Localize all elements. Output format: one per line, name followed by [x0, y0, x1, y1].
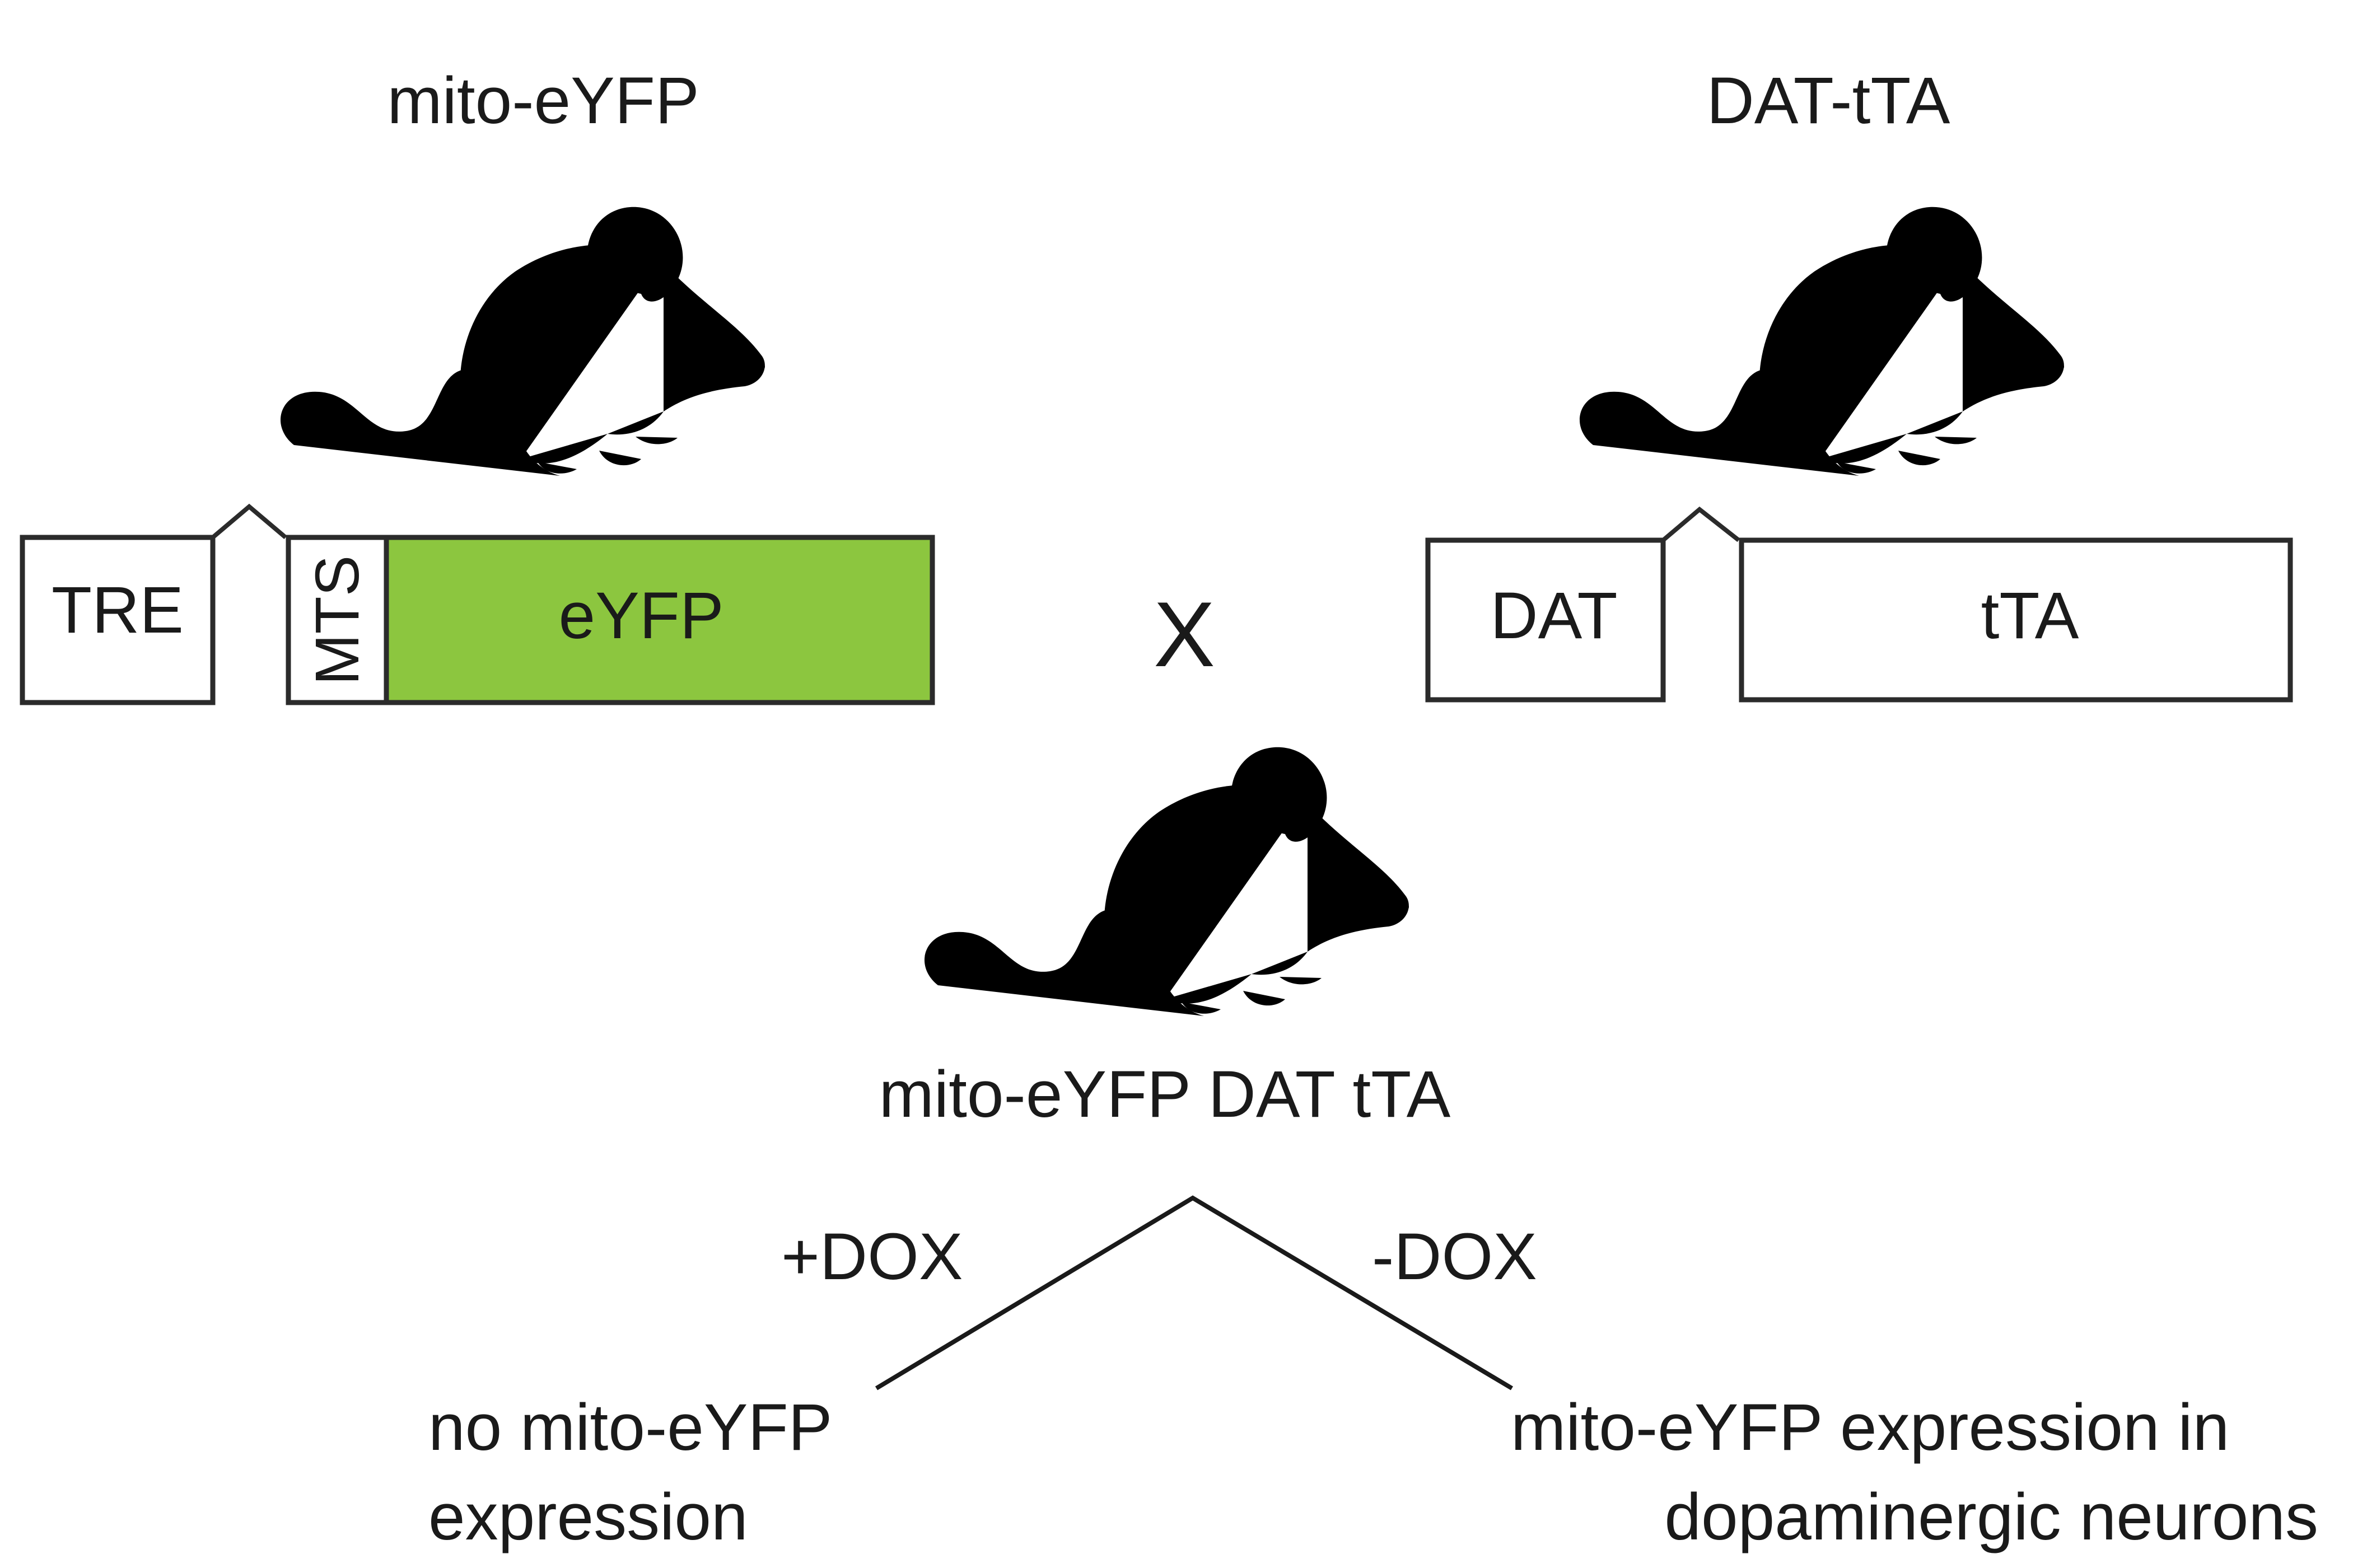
parent-right-title: DAT-tTA [1707, 64, 1950, 138]
minus-dox-outcome-line1: mito-eYFP expression in [1511, 1391, 2229, 1464]
construct-box-eyfp [384, 535, 935, 705]
parent-left-title: mito-eYFP [387, 64, 699, 138]
construct-box-tre [20, 535, 216, 705]
cross-symbol: X [1154, 583, 1215, 686]
intron-connector [1661, 506, 1740, 542]
construct-label-eyfp: eYFP [558, 579, 723, 653]
mouse-icon [1579, 207, 2064, 476]
branch-lines [875, 1195, 1514, 1391]
branch-label-plus-dox: +DOX [781, 1220, 963, 1294]
construct-box-mts [286, 535, 389, 705]
construct-label-tta: tTA [1981, 579, 2079, 653]
plus-dox-outcome-line2: expression [428, 1480, 748, 1554]
minus-dox-outcome-line2: dopaminergic neurons [1664, 1480, 2318, 1554]
construct-label-mts: MTS [303, 555, 372, 685]
mouse-icon [924, 747, 1409, 1016]
construct-label-dat: DAT [1490, 579, 1617, 653]
branch-label-minus-dox: -DOX [1372, 1220, 1537, 1294]
construct-label-tre: TRE [52, 573, 184, 647]
construct-box-tta [1739, 537, 2293, 703]
construct-box-dat [1425, 537, 1666, 703]
intron-connector [211, 503, 287, 540]
mouse-icon [280, 207, 765, 476]
plus-dox-outcome-line1: no mito-eYFP [428, 1391, 832, 1464]
offspring-title: mito-eYFP DAT tTA [879, 1057, 1451, 1131]
